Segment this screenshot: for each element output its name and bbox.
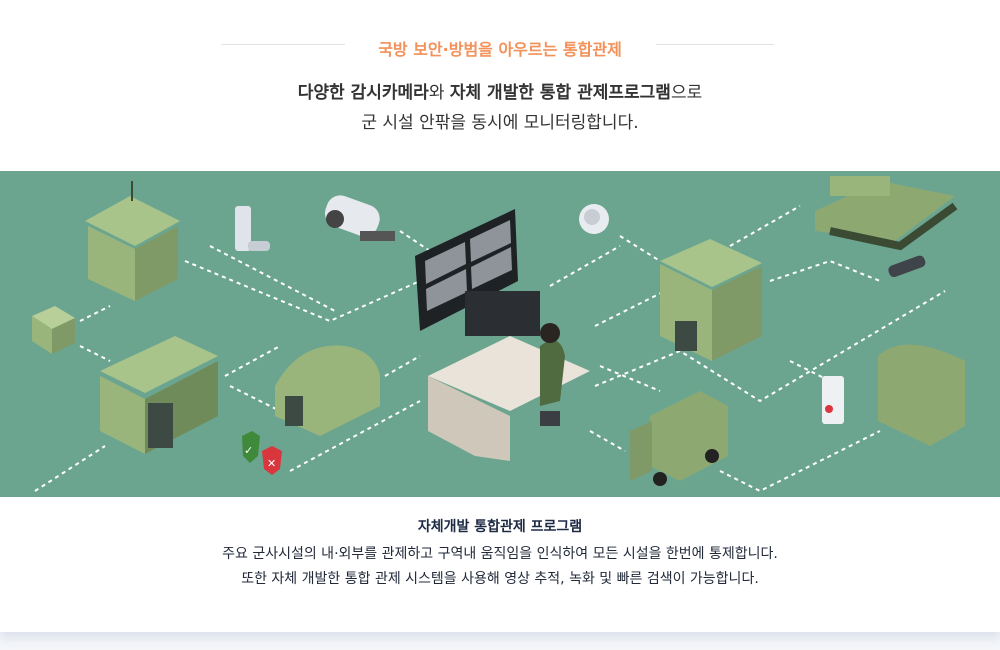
headline-line-2: 군 시설 안팎을 동시에 모니터링합니다. <box>361 113 639 133</box>
description-line-1: 주요 군사시설의 내·외부를 관제하고 구역내 움직임을 인식하여 모든 시설을… <box>222 546 778 562</box>
description-line-2: 또한 자체 개발한 통합 관제 시스템을 사용해 영상 추적, 녹화 및 빠른 … <box>241 571 759 587</box>
shield-x-icon: ✕ <box>262 446 282 475</box>
alarm-button-icon <box>822 376 844 424</box>
intro-section: 국방 보안·방범을 아우르는 통합관제 다양한 감시카메라와 자체 개발한 통합… <box>0 0 1000 171</box>
eyebrow-title: 국방 보안·방범을 아우르는 통합관제 <box>378 40 622 59</box>
supply-crates <box>32 306 75 354</box>
program-description: 주요 군사시설의 내·외부를 관제하고 구역내 움직임을 인식하여 모든 시설을… <box>0 542 1000 592</box>
hangar <box>275 345 380 436</box>
barracks <box>100 336 218 454</box>
military-truck <box>630 391 728 486</box>
tank <box>815 176 958 251</box>
divider-left <box>221 44 345 45</box>
dome-building <box>878 344 965 446</box>
shield-check-icon: ✓ <box>242 431 260 463</box>
headline-bold-2: 자체 개발한 통합 관제프로그램 <box>449 83 671 103</box>
headline: 다양한 감시카메라와 자체 개발한 통합 관제프로그램으로 군 시설 안팎을 동… <box>0 78 1000 138</box>
smoke-detector-icon <box>579 204 609 234</box>
operator-desk <box>428 291 590 461</box>
headline-bold-1: 다양한 감시카메라 <box>297 83 429 103</box>
svg-text:✕: ✕ <box>267 457 276 470</box>
cctv-camera-icon <box>324 195 395 241</box>
headline-tail: 으로 <box>670 83 703 103</box>
description-section: 자체개발 통합관제 프로그램 주요 군사시설의 내·외부를 관제하고 구역내 움… <box>0 497 1000 632</box>
sensor-icon <box>888 255 926 278</box>
video-wall <box>415 209 518 331</box>
divider-right <box>656 44 774 45</box>
watchtower <box>85 181 180 301</box>
door-lock-icon <box>235 206 270 251</box>
command-building <box>660 239 762 361</box>
program-title: 자체개발 통합관제 프로그램 <box>417 519 583 535</box>
headline-mid: 와 <box>428 83 450 103</box>
svg-text:✓: ✓ <box>244 444 253 457</box>
control-system-illustration: ✓ ✕ <box>0 171 1000 497</box>
